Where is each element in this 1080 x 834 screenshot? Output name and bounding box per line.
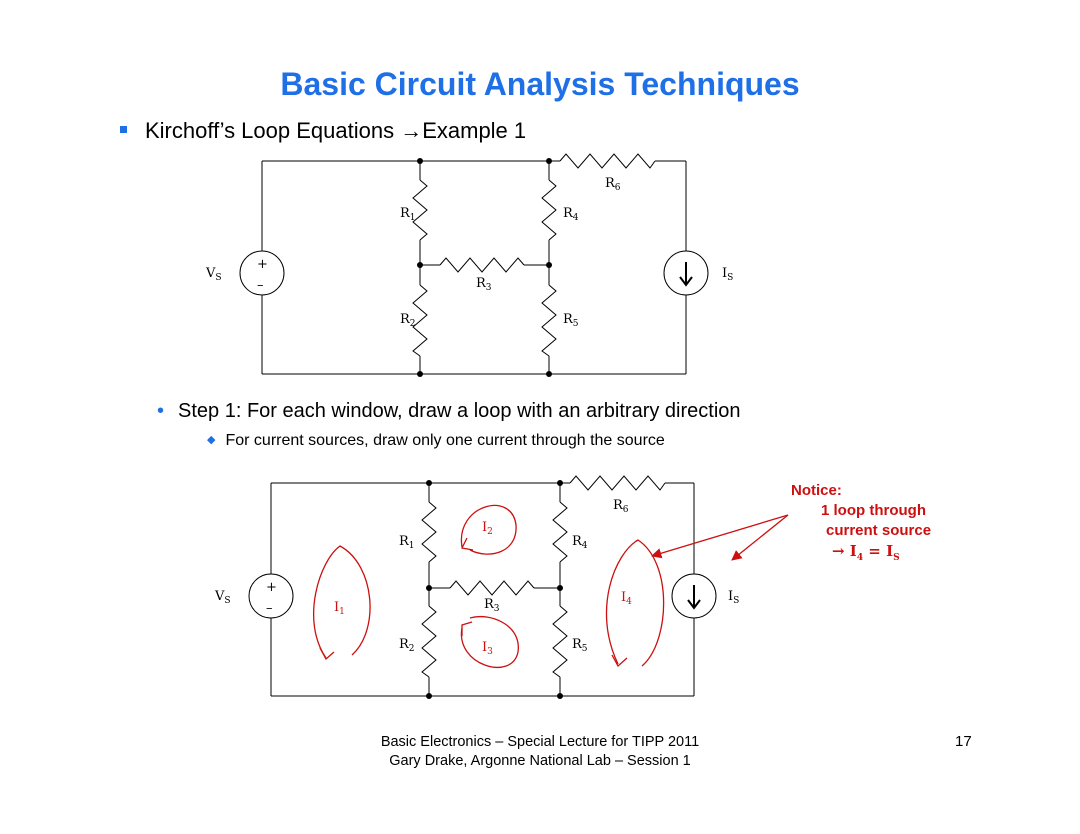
c1-label-r3: R3 xyxy=(476,276,492,293)
notice-arrow-1-icon xyxy=(651,514,789,559)
resistor-r6 xyxy=(559,153,656,169)
c1-vs-plus: + xyxy=(257,257,268,272)
circuit-1 xyxy=(239,153,709,375)
c2-label-r2: R2 xyxy=(399,637,415,654)
resistor-r3 xyxy=(439,257,525,273)
voltage-source-vs xyxy=(239,250,285,296)
loop-i1-arrowhead-icon xyxy=(319,647,335,661)
loop-i2-arc xyxy=(460,504,517,555)
c2-label-is: IS xyxy=(728,589,739,606)
resistor-r1 xyxy=(412,179,428,241)
c2-label-r1: R1 xyxy=(399,534,415,551)
c1-label-r4: R4 xyxy=(563,206,579,223)
bullet-kirchoff: Kirchoff’s Loop Equations →Example 1 xyxy=(120,118,526,144)
resistor-r5 xyxy=(541,284,557,357)
loop-i3-arrowhead-icon xyxy=(461,621,473,636)
c2-is-arrowhead-icon xyxy=(687,599,701,610)
slide-title: Basic Circuit Analysis Techniques xyxy=(280,66,800,102)
bullet-step1-sub-text: For current sources, draw only one curre… xyxy=(225,432,665,449)
diamond-bullet-icon: ◆ xyxy=(207,434,216,446)
loop-label-i3: I3 xyxy=(482,640,493,657)
bullet-kirchoff-text: Kirchoff’s Loop Equations →Example 1 xyxy=(145,118,527,143)
resistor-r3-c2 xyxy=(449,580,535,596)
c2-label-r4: R4 xyxy=(572,534,588,551)
c2-label-r6: R6 xyxy=(613,498,629,515)
loop-label-i1: I1 xyxy=(334,600,345,617)
resistor-r4-c2 xyxy=(552,501,568,563)
dot-bullet-icon: • xyxy=(157,400,165,422)
c2-vs-plus: + xyxy=(266,580,277,595)
c1-label-r2: R2 xyxy=(400,312,416,329)
notice-arrow-2-icon xyxy=(731,514,789,561)
resistor-r5-c2 xyxy=(552,605,568,678)
c2-nodes xyxy=(426,480,563,699)
c1-is-arrowhead-icon xyxy=(679,276,693,287)
c1-label-r1: R1 xyxy=(400,206,416,223)
resistor-r2-c2 xyxy=(421,605,437,678)
loop-arrows xyxy=(312,504,789,668)
c2-label-r5: R5 xyxy=(572,637,588,654)
circuit-2 xyxy=(248,475,717,697)
c1-label-is: IS xyxy=(722,266,733,283)
loop-i1-arc xyxy=(312,545,371,659)
notice-heading: Notice: xyxy=(791,482,842,499)
loop-label-i4: I4 xyxy=(621,590,632,607)
c2-vs-minus: – xyxy=(266,601,273,616)
loop-i3-arc xyxy=(460,615,519,668)
loop-i4-arc xyxy=(605,539,665,667)
resistor-r4 xyxy=(541,179,557,241)
footer-line2: Gary Drake, Argonne National Lab – Sessi… xyxy=(389,753,691,769)
c2-label-vs: VS xyxy=(214,589,231,606)
current-source-is-c2 xyxy=(671,573,717,619)
notice-equation: → I4 = IS xyxy=(832,542,900,563)
loop-i4-arrowhead-icon xyxy=(611,654,628,668)
c1-label-vs: VS xyxy=(205,266,222,283)
current-source-is xyxy=(663,250,709,296)
loop-i2-arrowhead-icon xyxy=(461,537,474,551)
bullet-step1-sub: ◆ For current sources, draw only one curr… xyxy=(207,432,665,450)
footer-line1: Basic Electronics – Special Lecture for … xyxy=(380,734,700,750)
square-bullet-icon xyxy=(120,125,127,133)
c1-label-r6: R6 xyxy=(605,176,621,193)
resistor-r6-c2 xyxy=(569,475,666,491)
c2-label-r3: R3 xyxy=(484,597,500,614)
loop-label-i2: I2 xyxy=(482,520,493,537)
resistor-r1-c2 xyxy=(421,501,437,563)
c1-nodes xyxy=(417,158,552,377)
c1-label-r5: R5 xyxy=(563,312,579,329)
voltage-source-vs-c2 xyxy=(248,573,294,619)
notice-line3: current source xyxy=(826,522,932,539)
notice-line2: 1 loop through xyxy=(821,502,926,519)
c1-vs-minus: – xyxy=(257,278,264,293)
bullet-step1-text: Step 1: For each window, draw a loop wit… xyxy=(178,400,741,422)
footer: Basic Electronics – Special Lecture for … xyxy=(280,733,800,771)
bullet-step1: • Step 1: For each window, draw a loop wi… xyxy=(157,400,741,423)
resistor-r2 xyxy=(412,284,428,357)
page-number: 17 xyxy=(955,733,972,750)
